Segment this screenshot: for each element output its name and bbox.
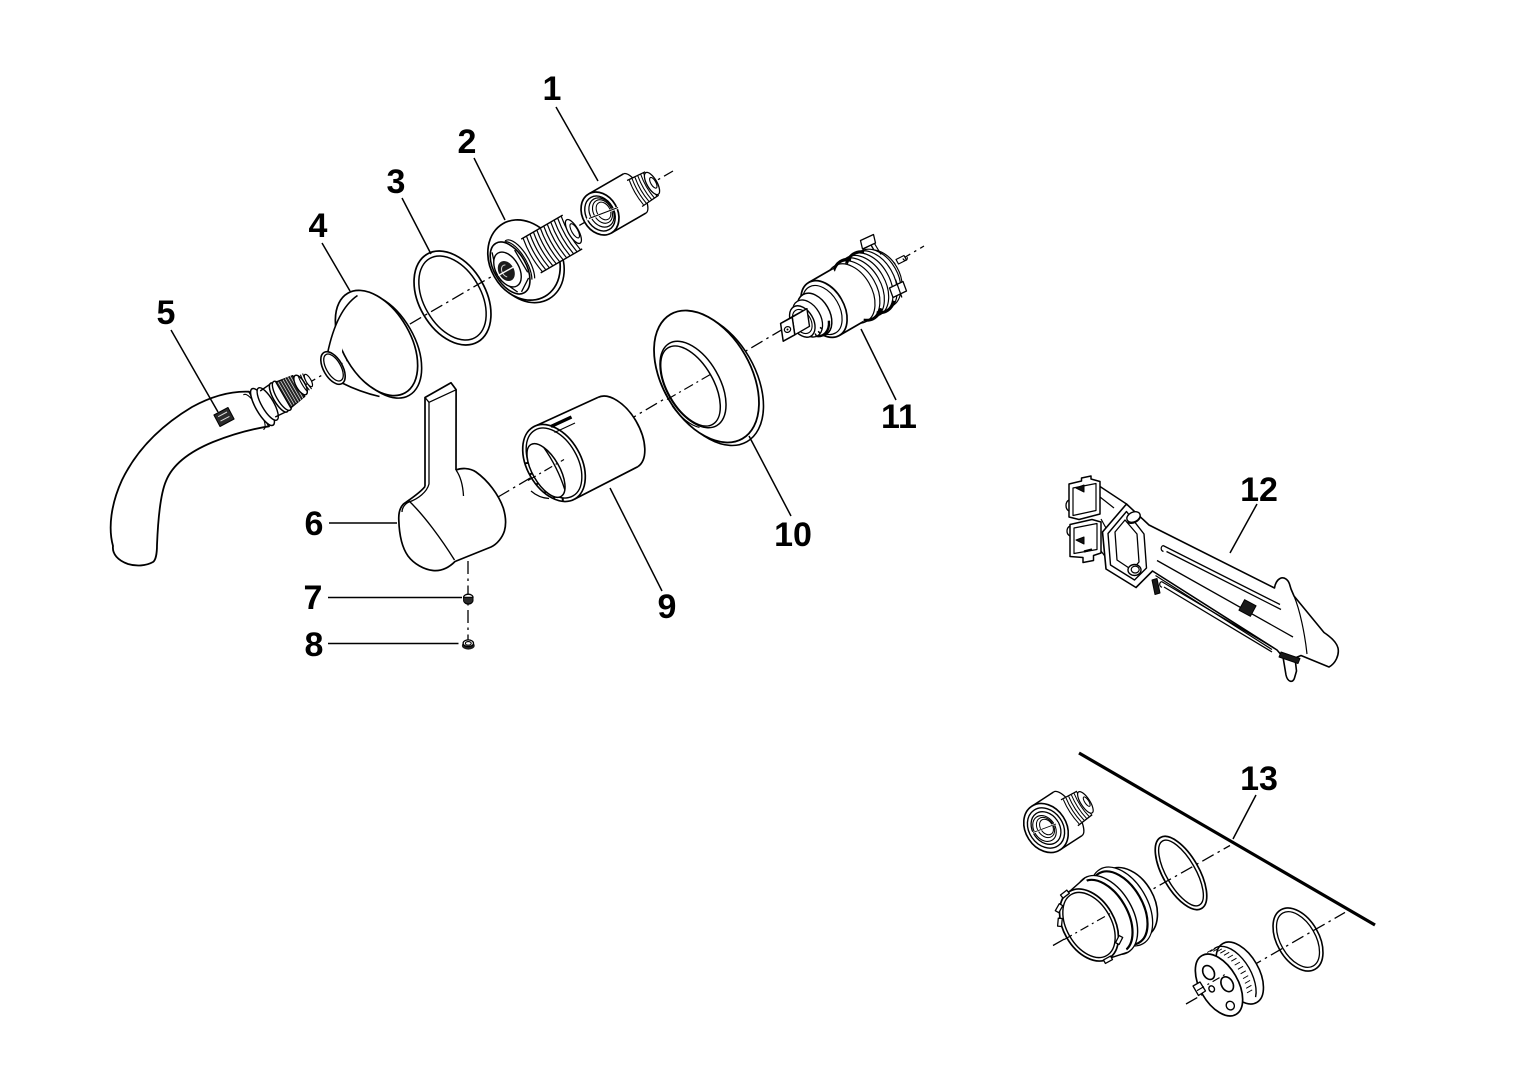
- svg-text:9: 9: [658, 588, 677, 626]
- svg-text:5: 5: [157, 294, 176, 332]
- svg-text:1: 1: [543, 70, 562, 108]
- svg-text:2: 2: [458, 123, 477, 161]
- svg-text:3: 3: [387, 163, 406, 201]
- svg-text:4: 4: [309, 207, 328, 245]
- svg-text:8: 8: [305, 626, 324, 664]
- svg-text:12: 12: [1240, 471, 1278, 509]
- svg-text:13: 13: [1240, 760, 1278, 798]
- svg-text:10: 10: [774, 516, 812, 554]
- svg-text:11: 11: [881, 398, 917, 436]
- svg-text:6: 6: [305, 505, 324, 543]
- svg-text:7: 7: [304, 579, 323, 617]
